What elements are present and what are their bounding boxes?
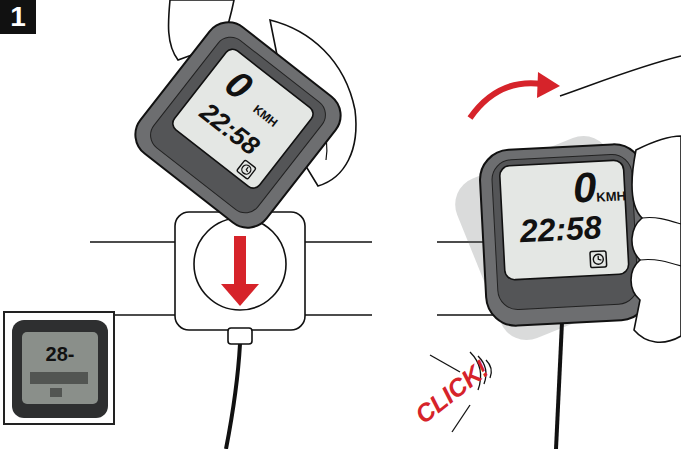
lcd-display (499, 160, 629, 280)
display-reading: KMH (596, 189, 626, 204)
clock-hands (598, 256, 601, 261)
turn-arrow-head (537, 72, 560, 98)
down-arrow (221, 236, 259, 306)
display-reading: 0 (572, 166, 598, 209)
display-reading: 28- (46, 344, 75, 364)
bracket-ring (194, 218, 286, 310)
sensor-cable (226, 344, 240, 449)
step-box (0, 0, 36, 34)
clock-hands (246, 167, 250, 172)
hand (631, 136, 681, 342)
mount-bracket (175, 212, 305, 344)
ghost-device (447, 128, 663, 349)
bike-computer (479, 143, 652, 327)
device-body (479, 143, 652, 327)
inset-photo (4, 312, 114, 424)
device-bezel (491, 153, 639, 310)
inset-frame (4, 312, 114, 424)
bracket-plate (175, 212, 305, 330)
turn-arrow (470, 83, 542, 118)
hand-outline (560, 56, 681, 96)
clock-frame (236, 160, 256, 180)
bike-computer (126, 13, 351, 238)
lcd-display (170, 46, 317, 191)
step-number: 1 (10, 3, 26, 31)
device-body (126, 13, 351, 238)
arrow-shaft (234, 236, 246, 286)
inset-display (22, 332, 98, 404)
motion-line (452, 405, 470, 432)
sensor-cable (556, 322, 562, 449)
motion-line (430, 355, 460, 372)
inset-segments (50, 388, 62, 397)
device-bezel (144, 31, 332, 219)
display-reading: 22:58 (519, 211, 602, 247)
clock-icon (590, 251, 607, 268)
clock-face (593, 254, 604, 265)
clock-face (240, 163, 253, 176)
handlebar-edge (437, 314, 500, 316)
finger-line (640, 217, 681, 266)
clock-frame (590, 251, 607, 268)
clock-icon (236, 160, 256, 180)
bracket-clip (228, 328, 252, 344)
inset-segments (30, 372, 88, 384)
ghost-body (447, 128, 663, 349)
inset-device (12, 320, 108, 418)
arrow-head (221, 284, 259, 306)
